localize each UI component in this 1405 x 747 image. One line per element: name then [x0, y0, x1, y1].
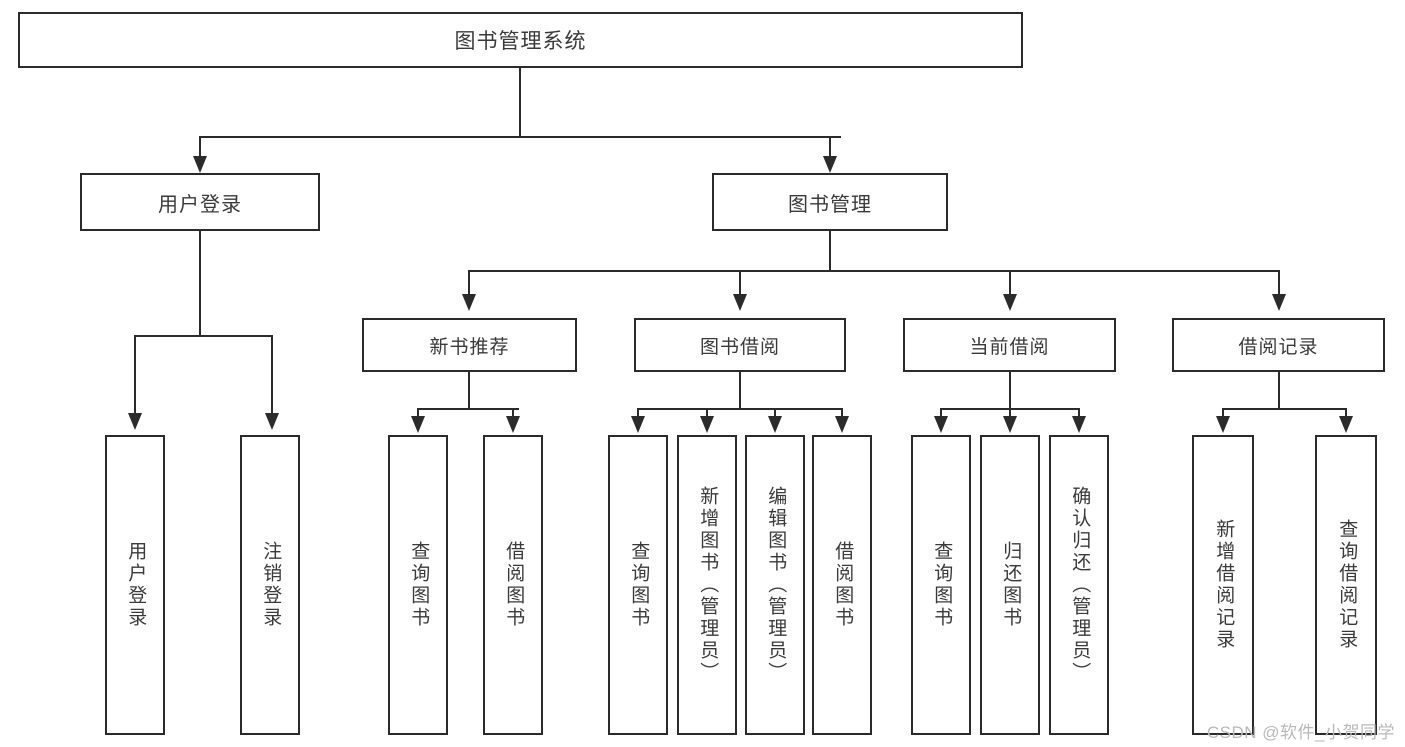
leaf-label: 注销登录	[260, 541, 282, 629]
connector-current-borrow-branch-1	[940, 408, 942, 418]
node-label: 图书借阅	[699, 336, 780, 358]
leaf-label: 查询图书	[408, 541, 430, 629]
leaf-label: 用户登录	[125, 541, 147, 629]
leaf-add-borrow-record[interactable]: 新增借阅记录	[1192, 435, 1254, 735]
connector-to-current-borrow	[1009, 270, 1011, 296]
node-book-management[interactable]: 图书管理	[712, 173, 948, 231]
node-user-login[interactable]: 用户登录	[80, 173, 320, 231]
node-label: 图书管理	[788, 193, 872, 216]
node-label: 借阅记录	[1238, 336, 1319, 358]
arrowhead-leaf-logout	[265, 413, 279, 430]
connector-new-book-stem	[468, 372, 470, 410]
connector-user-login-bus	[134, 335, 273, 337]
node-label: 当前借阅	[969, 336, 1050, 358]
arrowhead-to-current-borrow	[1003, 294, 1017, 311]
node-root-book-management-system[interactable]: 图书管理系统	[18, 12, 1023, 68]
leaf-label: 新增借阅记录	[1213, 519, 1235, 651]
connector-user-login-stem	[199, 231, 201, 336]
connector-new-book-bus	[417, 408, 519, 410]
connector-book-management-stem	[829, 231, 831, 272]
leaf-confirm-return-admin[interactable]: 确认归还（管理员）	[1049, 435, 1109, 735]
connector-book-borrow-branch-1	[637, 408, 639, 418]
arrowhead-leaf-query-book-1	[411, 416, 425, 433]
leaf-add-book-admin[interactable]: 新增图书（管理员）	[677, 435, 737, 735]
connector-book-borrow-bus	[637, 408, 842, 410]
arrowhead-leaf-return-book	[1003, 416, 1017, 433]
connector-current-borrow-stem	[1009, 372, 1011, 410]
connector-book-borrow-branch-3	[774, 408, 776, 418]
leaf-label: 确认归还（管理员）	[1069, 486, 1091, 684]
connector-borrow-record-branch-2	[1345, 408, 1347, 418]
leaf-edit-book-admin[interactable]: 编辑图书（管理员）	[745, 435, 805, 735]
arrowhead-to-book-borrow	[733, 294, 747, 311]
leaf-return-book[interactable]: 归还图书	[980, 435, 1040, 735]
arrowhead-leaf-add-record	[1216, 416, 1230, 433]
connector-root-bus	[199, 136, 841, 138]
arrowhead-to-new-book	[462, 294, 476, 311]
leaf-label: 查询图书	[931, 541, 953, 629]
node-current-borrow[interactable]: 当前借阅	[903, 318, 1116, 372]
node-new-book-recommend[interactable]: 新书推荐	[362, 318, 577, 372]
arrowhead-to-borrow-record	[1272, 294, 1286, 311]
connector-to-borrow-record	[1278, 270, 1280, 296]
leaf-query-book-borrow[interactable]: 查询图书	[608, 435, 668, 735]
node-book-borrow[interactable]: 图书借阅	[634, 318, 846, 372]
connector-borrow-record-branch-1	[1222, 408, 1224, 418]
arrowhead-leaf-borrow-book-2	[835, 416, 849, 433]
connector-user-login-branch-1	[134, 335, 136, 415]
arrowhead-to-book-management	[823, 156, 837, 173]
connector-to-book-borrow	[739, 270, 741, 296]
leaf-query-borrow-record[interactable]: 查询借阅记录	[1315, 435, 1377, 735]
leaf-label: 借阅图书	[832, 541, 854, 629]
connector-borrow-record-stem	[1278, 372, 1280, 410]
node-label: 用户登录	[158, 193, 242, 216]
arrowhead-leaf-query-book-3	[934, 416, 948, 433]
connector-root-to-user-login	[199, 136, 201, 158]
arrowhead-leaf-query-record	[1339, 416, 1353, 433]
connector-to-new-book	[468, 270, 470, 296]
arrowhead-leaf-query-book-2	[631, 416, 645, 433]
connector-new-book-branch-2	[512, 408, 514, 418]
arrowhead-leaf-confirm-return	[1072, 416, 1086, 433]
connector-book-borrow-branch-4	[841, 408, 843, 418]
leaf-query-book-new-recommend[interactable]: 查询图书	[388, 435, 448, 735]
leaf-borrow-book-new-recommend[interactable]: 借阅图书	[483, 435, 543, 735]
connector-root-to-book-management	[829, 136, 831, 158]
arrowhead-to-user-login	[193, 156, 207, 173]
leaf-label: 查询借阅记录	[1336, 519, 1358, 651]
leaf-label: 编辑图书（管理员）	[765, 486, 787, 684]
leaf-label: 新增图书（管理员）	[697, 486, 719, 684]
node-label: 图书管理系统	[454, 30, 587, 53]
arrowhead-leaf-add-book	[700, 416, 714, 433]
arrowhead-leaf-borrow-book-1	[506, 416, 520, 433]
leaf-borrow-book[interactable]: 借阅图书	[812, 435, 872, 735]
connector-book-borrow-stem	[739, 372, 741, 410]
connector-borrow-record-bus	[1222, 408, 1346, 410]
arrowhead-leaf-user-login	[128, 413, 142, 430]
connector-book-borrow-branch-2	[706, 408, 708, 418]
node-borrow-record[interactable]: 借阅记录	[1172, 318, 1385, 372]
connector-book-management-bus	[468, 270, 1280, 272]
leaf-label: 归还图书	[1000, 541, 1022, 629]
connector-new-book-branch-1	[417, 408, 419, 418]
connector-user-login-branch-2	[271, 335, 273, 415]
leaf-logout[interactable]: 注销登录	[240, 435, 300, 735]
connector-current-borrow-branch-2	[1009, 408, 1011, 418]
leaf-label: 借阅图书	[503, 541, 525, 629]
leaf-query-book-current[interactable]: 查询图书	[911, 435, 971, 735]
leaf-user-login[interactable]: 用户登录	[105, 435, 165, 735]
arrowhead-leaf-edit-book	[768, 416, 782, 433]
connector-current-borrow-branch-3	[1078, 408, 1080, 418]
node-label: 新书推荐	[429, 336, 510, 358]
connector-root-stem	[519, 68, 521, 137]
leaf-label: 查询图书	[628, 541, 650, 629]
